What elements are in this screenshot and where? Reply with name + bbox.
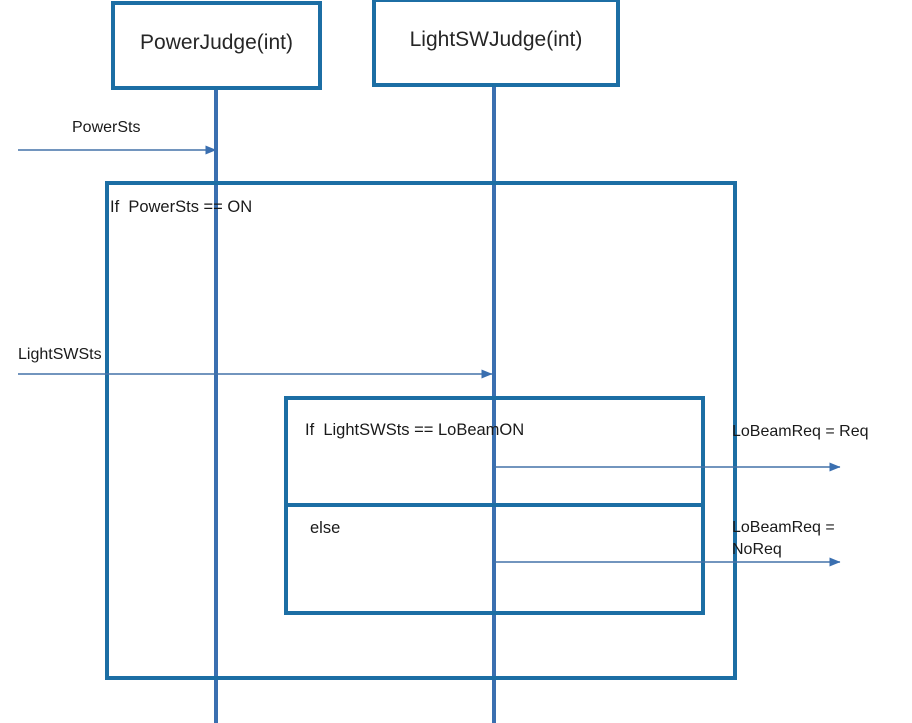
message-arrow-group (18, 145, 841, 567)
fragment-inner-alt[interactable] (284, 396, 705, 615)
fragment-outer-alt-rect (105, 181, 737, 680)
lifeline-group (214, 85, 496, 723)
participant-box-lightsw-judge[interactable] (372, 0, 620, 87)
participant-box-group (111, 0, 620, 90)
participant-label-power-judge: PowerJudge(int) (140, 31, 293, 54)
fragment-outer-alt[interactable] (105, 181, 737, 680)
fragment-label-inner-alt: If LightSWSts == LoBeamON (305, 421, 525, 439)
participant-label-lightsw-judge: LightSWJudge(int) (409, 28, 583, 51)
participant-box-power-judge[interactable] (111, 1, 322, 90)
message-label-power-sts: PowerSts (72, 119, 141, 136)
message-label-lobeamreq-noreq: LoBeamReq = NoReq (732, 519, 835, 558)
message-label-lightsw-sts: LightSWSts (18, 346, 102, 363)
fragment-label-outer-alt: If PowerSts == ON (110, 198, 253, 216)
fragment-label-inner-alt-else: else (310, 519, 341, 537)
message-label-lobeamreq-req: LoBeamReq = Req (732, 423, 869, 440)
